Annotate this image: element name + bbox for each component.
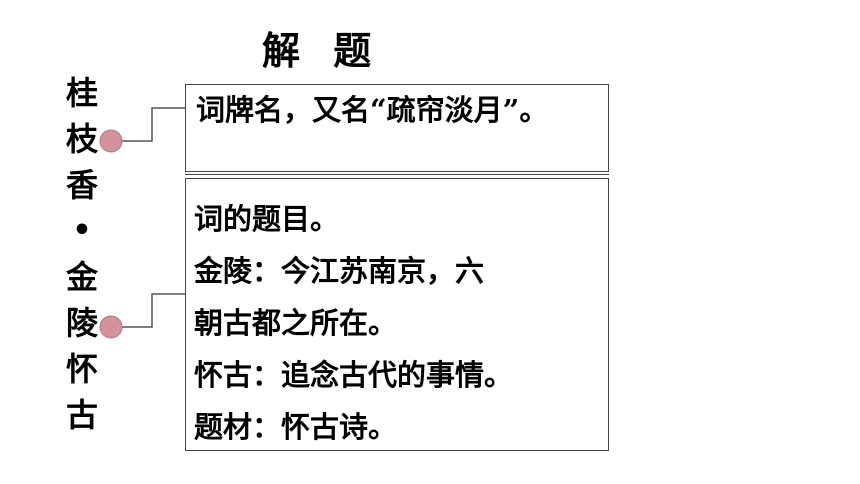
title-char: 桂 [65, 74, 98, 112]
title-char: 金 [65, 258, 98, 296]
title-char: 枝 [65, 120, 98, 158]
cipai-note-box: 词牌名，又名“疏帘淡月”。 [185, 84, 609, 172]
title-char: 香 [65, 166, 98, 204]
connector-line-cipai [122, 107, 185, 142]
bullet-dot-icon [99, 315, 123, 339]
divider [185, 174, 609, 175]
note-line: 词的题目。 [194, 202, 340, 236]
bullet-dot-icon [99, 129, 123, 153]
connector-line-title [122, 293, 185, 328]
title-separator: • [72, 213, 92, 248]
note-line: 朝古都之所在。 [194, 306, 398, 340]
note-line: 题材：怀古诗。 [194, 410, 398, 444]
title-char: 陵 [65, 304, 98, 342]
note-line: 金陵：今江苏南京，六 [194, 254, 485, 288]
title-notes-box: 词的题目。 金陵：今江苏南京，六 朝古都之所在。 怀古：追念古代的事情。 题材：… [185, 178, 609, 451]
page-title: 解 题 [262, 29, 382, 73]
vertical-poem-title: 桂 枝 香 • 金 陵 怀 古 [62, 70, 102, 438]
note-line: 怀古：追念古代的事情。 [194, 358, 514, 392]
title-char: 怀 [65, 350, 98, 388]
title-char: 古 [65, 396, 98, 434]
